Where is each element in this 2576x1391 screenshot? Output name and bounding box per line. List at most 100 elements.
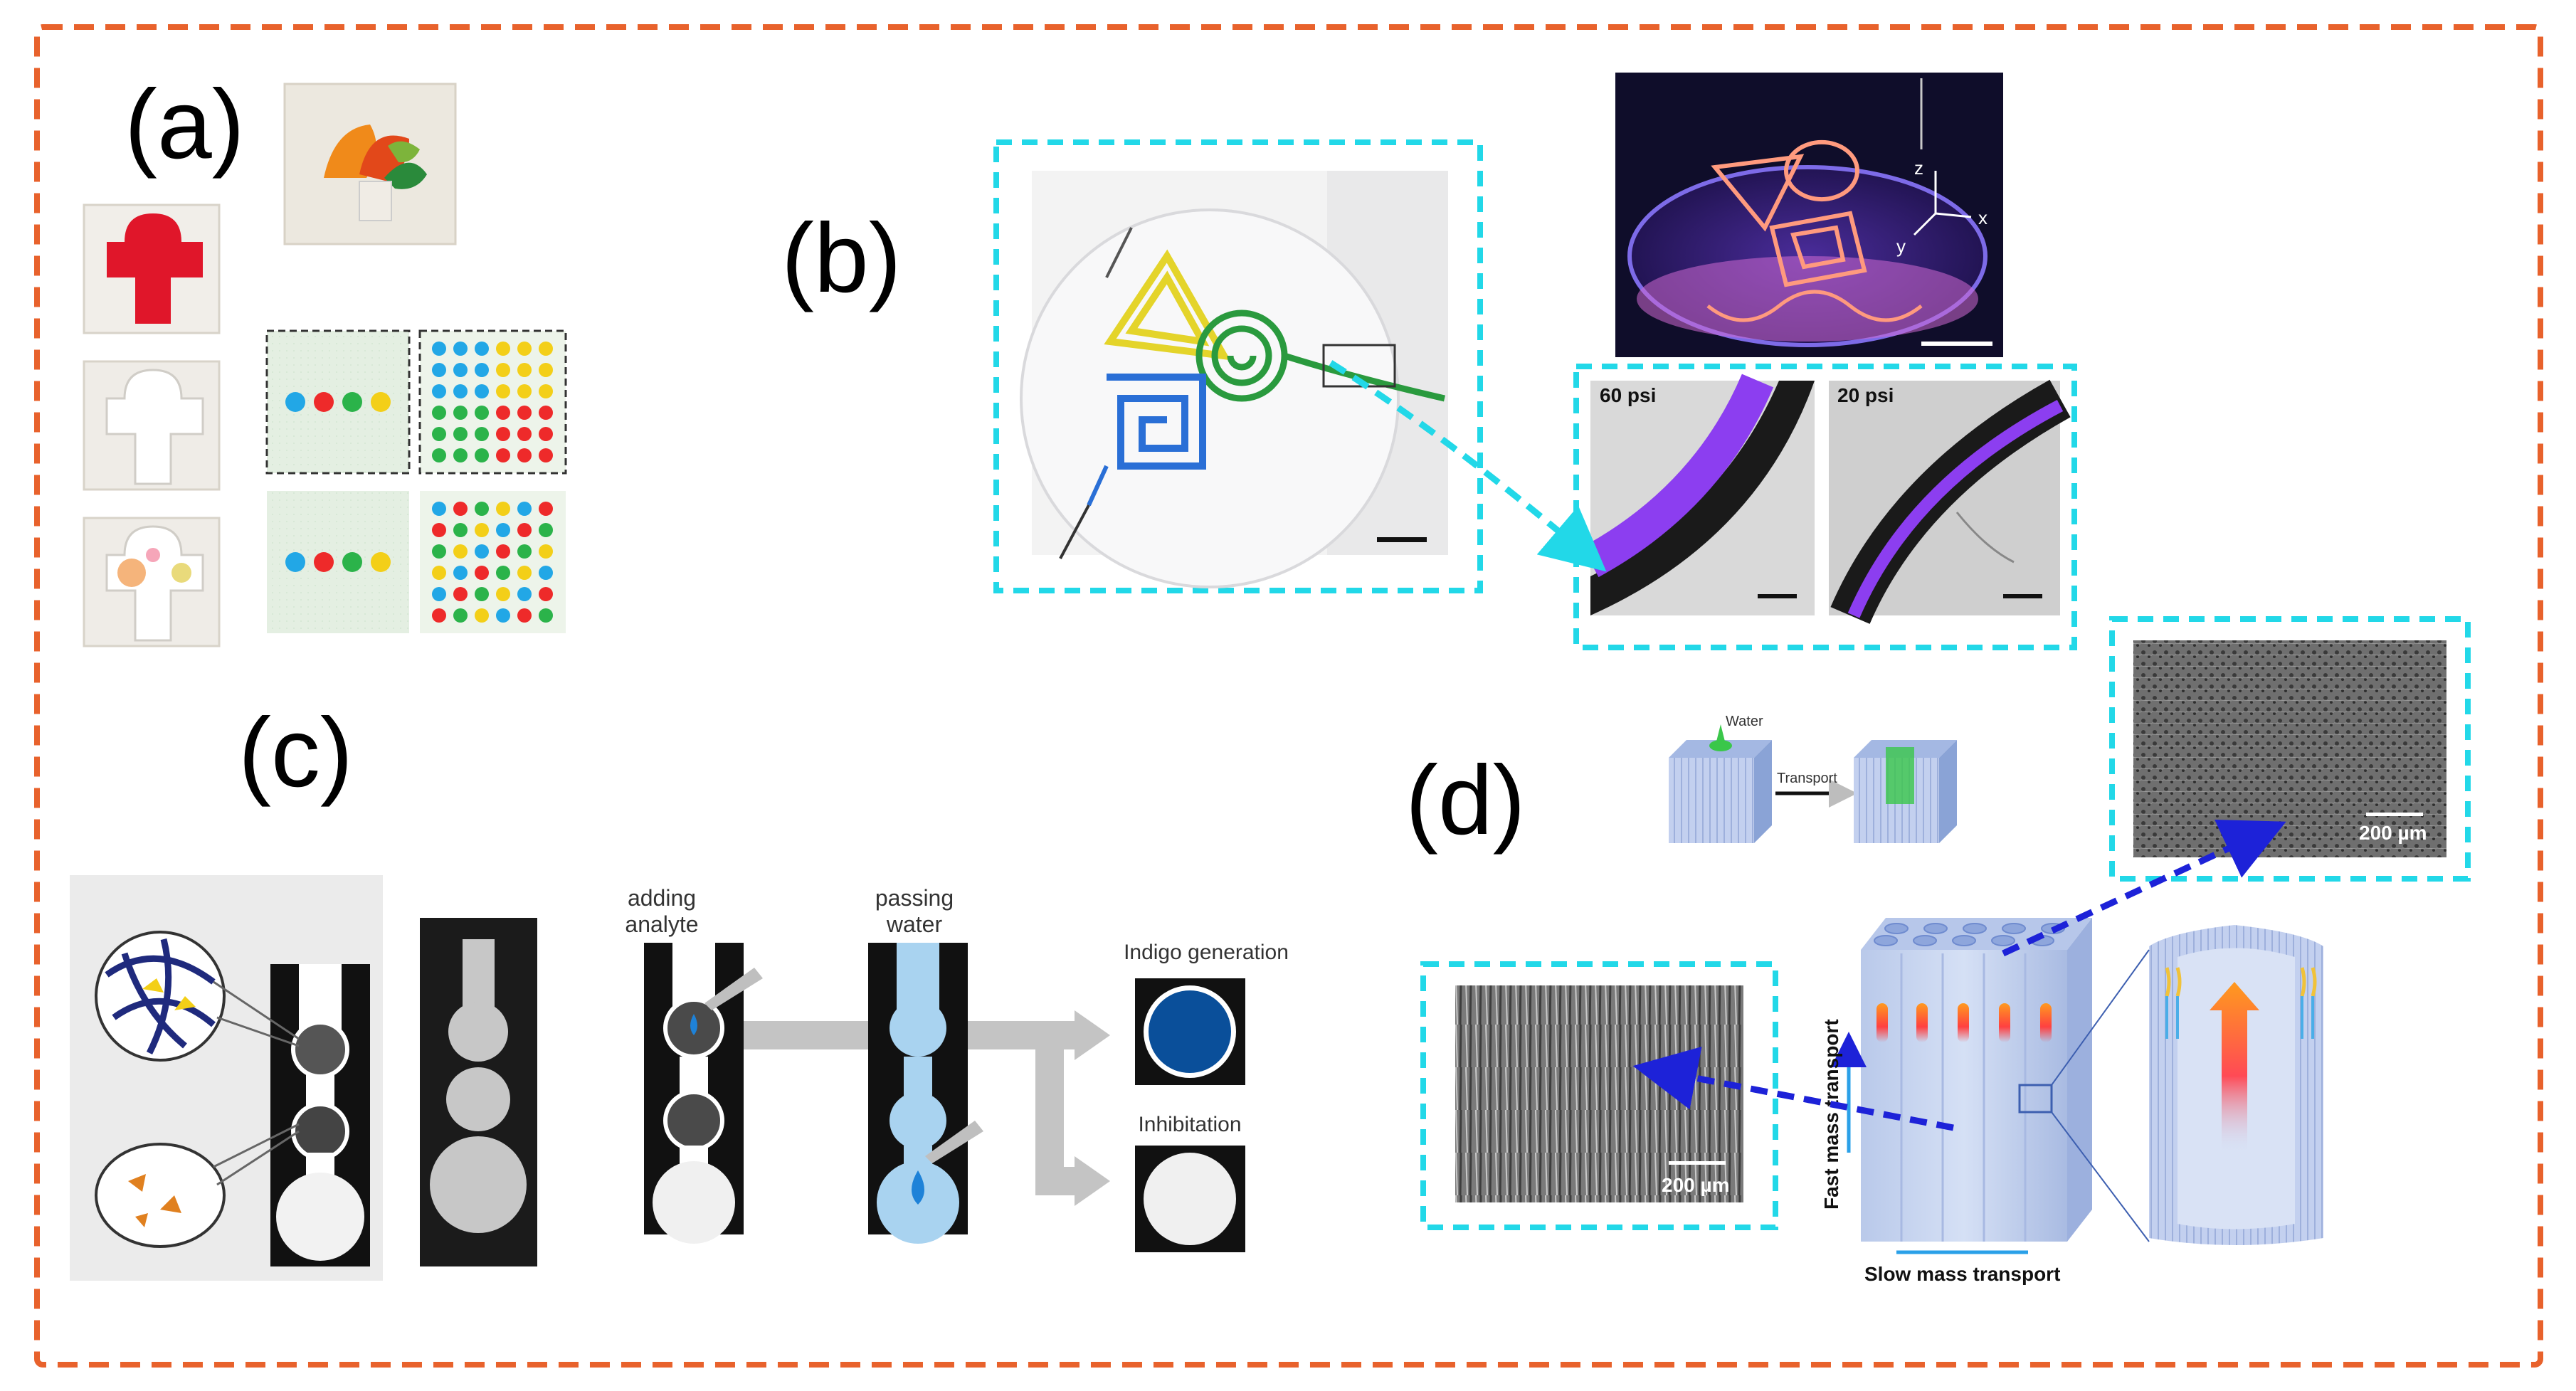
wood-block-small-1 bbox=[1669, 724, 1772, 843]
color-dot bbox=[496, 342, 510, 356]
pressure-20-label: 20 psi bbox=[1837, 384, 1894, 406]
color-dot bbox=[432, 363, 446, 377]
scale-label-top: 200 µm bbox=[2359, 822, 2427, 844]
panel-d-label: (d) bbox=[1405, 746, 1526, 855]
wood-block-large bbox=[1861, 918, 2092, 1242]
color-dot bbox=[496, 608, 510, 623]
wood-block-small-2 bbox=[1854, 740, 1957, 843]
color-dot bbox=[432, 566, 446, 580]
color-dot bbox=[539, 448, 553, 462]
color-dot bbox=[517, 406, 532, 420]
panel-a-label: (a) bbox=[125, 70, 245, 179]
color-dot bbox=[453, 342, 468, 356]
color-dot bbox=[517, 587, 532, 601]
color-dot bbox=[517, 544, 532, 559]
color-dot bbox=[475, 608, 489, 623]
color-dot bbox=[517, 502, 532, 516]
dot-array-3 bbox=[267, 491, 409, 633]
fiber-zoom-circle bbox=[95, 931, 226, 1062]
color-dot bbox=[475, 363, 489, 377]
color-dot bbox=[496, 502, 510, 516]
color-dot bbox=[453, 502, 468, 516]
arrow-to-top-sem bbox=[2002, 820, 2286, 957]
zoom-box bbox=[1322, 344, 1396, 388]
color-dot bbox=[432, 384, 446, 398]
color-dot bbox=[517, 342, 532, 356]
micrograph-60psi: 60 psi bbox=[1582, 374, 1815, 615]
color-dot bbox=[539, 363, 553, 377]
color-dot bbox=[539, 523, 553, 537]
color-dot bbox=[453, 384, 468, 398]
panel-b: (b) z x y bbox=[781, 73, 2077, 650]
outcome-inhibitation: Inhibitation bbox=[1138, 1113, 1241, 1136]
color-dot bbox=[453, 448, 468, 462]
axis-x-label: x bbox=[1978, 207, 1988, 228]
color-dot bbox=[475, 448, 489, 462]
color-dot bbox=[517, 427, 532, 441]
color-dot bbox=[496, 363, 510, 377]
panel-a: (a) bbox=[83, 70, 567, 647]
sem-image-bottom bbox=[1455, 985, 1743, 1202]
sem-image-top bbox=[2133, 640, 2446, 857]
color-dot bbox=[453, 608, 468, 623]
color-dot bbox=[539, 406, 553, 420]
fast-transport-label: Fast mass transport bbox=[1820, 1019, 1842, 1210]
color-dot bbox=[496, 427, 510, 441]
color-dot bbox=[539, 587, 553, 601]
pressure-60-label: 60 psi bbox=[1600, 384, 1656, 406]
step-passing: passing bbox=[875, 885, 954, 911]
t-device-red bbox=[107, 213, 203, 324]
color-dot bbox=[432, 587, 446, 601]
color-dot bbox=[453, 406, 468, 420]
axis-triad bbox=[1913, 171, 1972, 236]
color-dot bbox=[453, 363, 468, 377]
slow-transport-label: Slow mass transport bbox=[1864, 1263, 2060, 1285]
outcome-indigo: Indigo generation bbox=[1124, 941, 1289, 964]
color-dot bbox=[475, 502, 489, 516]
color-dot bbox=[453, 427, 468, 441]
panel-d: (d) Water Transport 200 µm 200 µm bbox=[1405, 616, 2471, 1285]
channel-cutaway bbox=[2149, 925, 2323, 1245]
color-dot bbox=[517, 384, 532, 398]
color-dot bbox=[539, 608, 553, 623]
color-dot bbox=[496, 448, 510, 462]
color-dot bbox=[432, 608, 446, 623]
color-dot bbox=[517, 448, 532, 462]
color-dot bbox=[517, 523, 532, 537]
color-dot bbox=[432, 523, 446, 537]
color-dot bbox=[496, 384, 510, 398]
color-dot bbox=[539, 427, 553, 441]
color-dot bbox=[432, 342, 446, 356]
color-dot bbox=[539, 544, 553, 559]
transport-label: Transport bbox=[1777, 771, 1837, 786]
color-dot bbox=[475, 587, 489, 601]
color-dot bbox=[475, 384, 489, 398]
dot-array-2 bbox=[418, 329, 567, 475]
color-dot bbox=[432, 427, 446, 441]
petri-disc bbox=[1020, 208, 1400, 588]
color-dot bbox=[475, 427, 489, 441]
color-dot bbox=[539, 502, 553, 516]
color-dot bbox=[496, 566, 510, 580]
scale-label-bottom: 200 µm bbox=[1662, 1174, 1730, 1196]
particle-zoom-circle bbox=[95, 1143, 226, 1248]
scale-bar-b1 bbox=[1377, 537, 1427, 542]
color-dot bbox=[539, 566, 553, 580]
color-dot bbox=[496, 544, 510, 559]
arrow-to-bottom-sem bbox=[1632, 1047, 1954, 1131]
scale-bar-b2 bbox=[1921, 342, 1992, 346]
step-water: water bbox=[886, 911, 943, 937]
micrograph-20psi: 20 psi bbox=[1829, 379, 2071, 625]
t-device-blank bbox=[105, 369, 204, 485]
water-label: Water bbox=[1726, 714, 1763, 729]
step-analyte: analyte bbox=[625, 911, 698, 937]
dot-array-1 bbox=[265, 329, 411, 475]
panel-b-label: (b) bbox=[781, 203, 902, 313]
color-dot bbox=[475, 406, 489, 420]
color-dot bbox=[453, 544, 468, 559]
panel-c: (c) adding analyte bbox=[70, 698, 1289, 1281]
color-dot bbox=[475, 342, 489, 356]
color-dot bbox=[539, 342, 553, 356]
color-dot bbox=[539, 384, 553, 398]
